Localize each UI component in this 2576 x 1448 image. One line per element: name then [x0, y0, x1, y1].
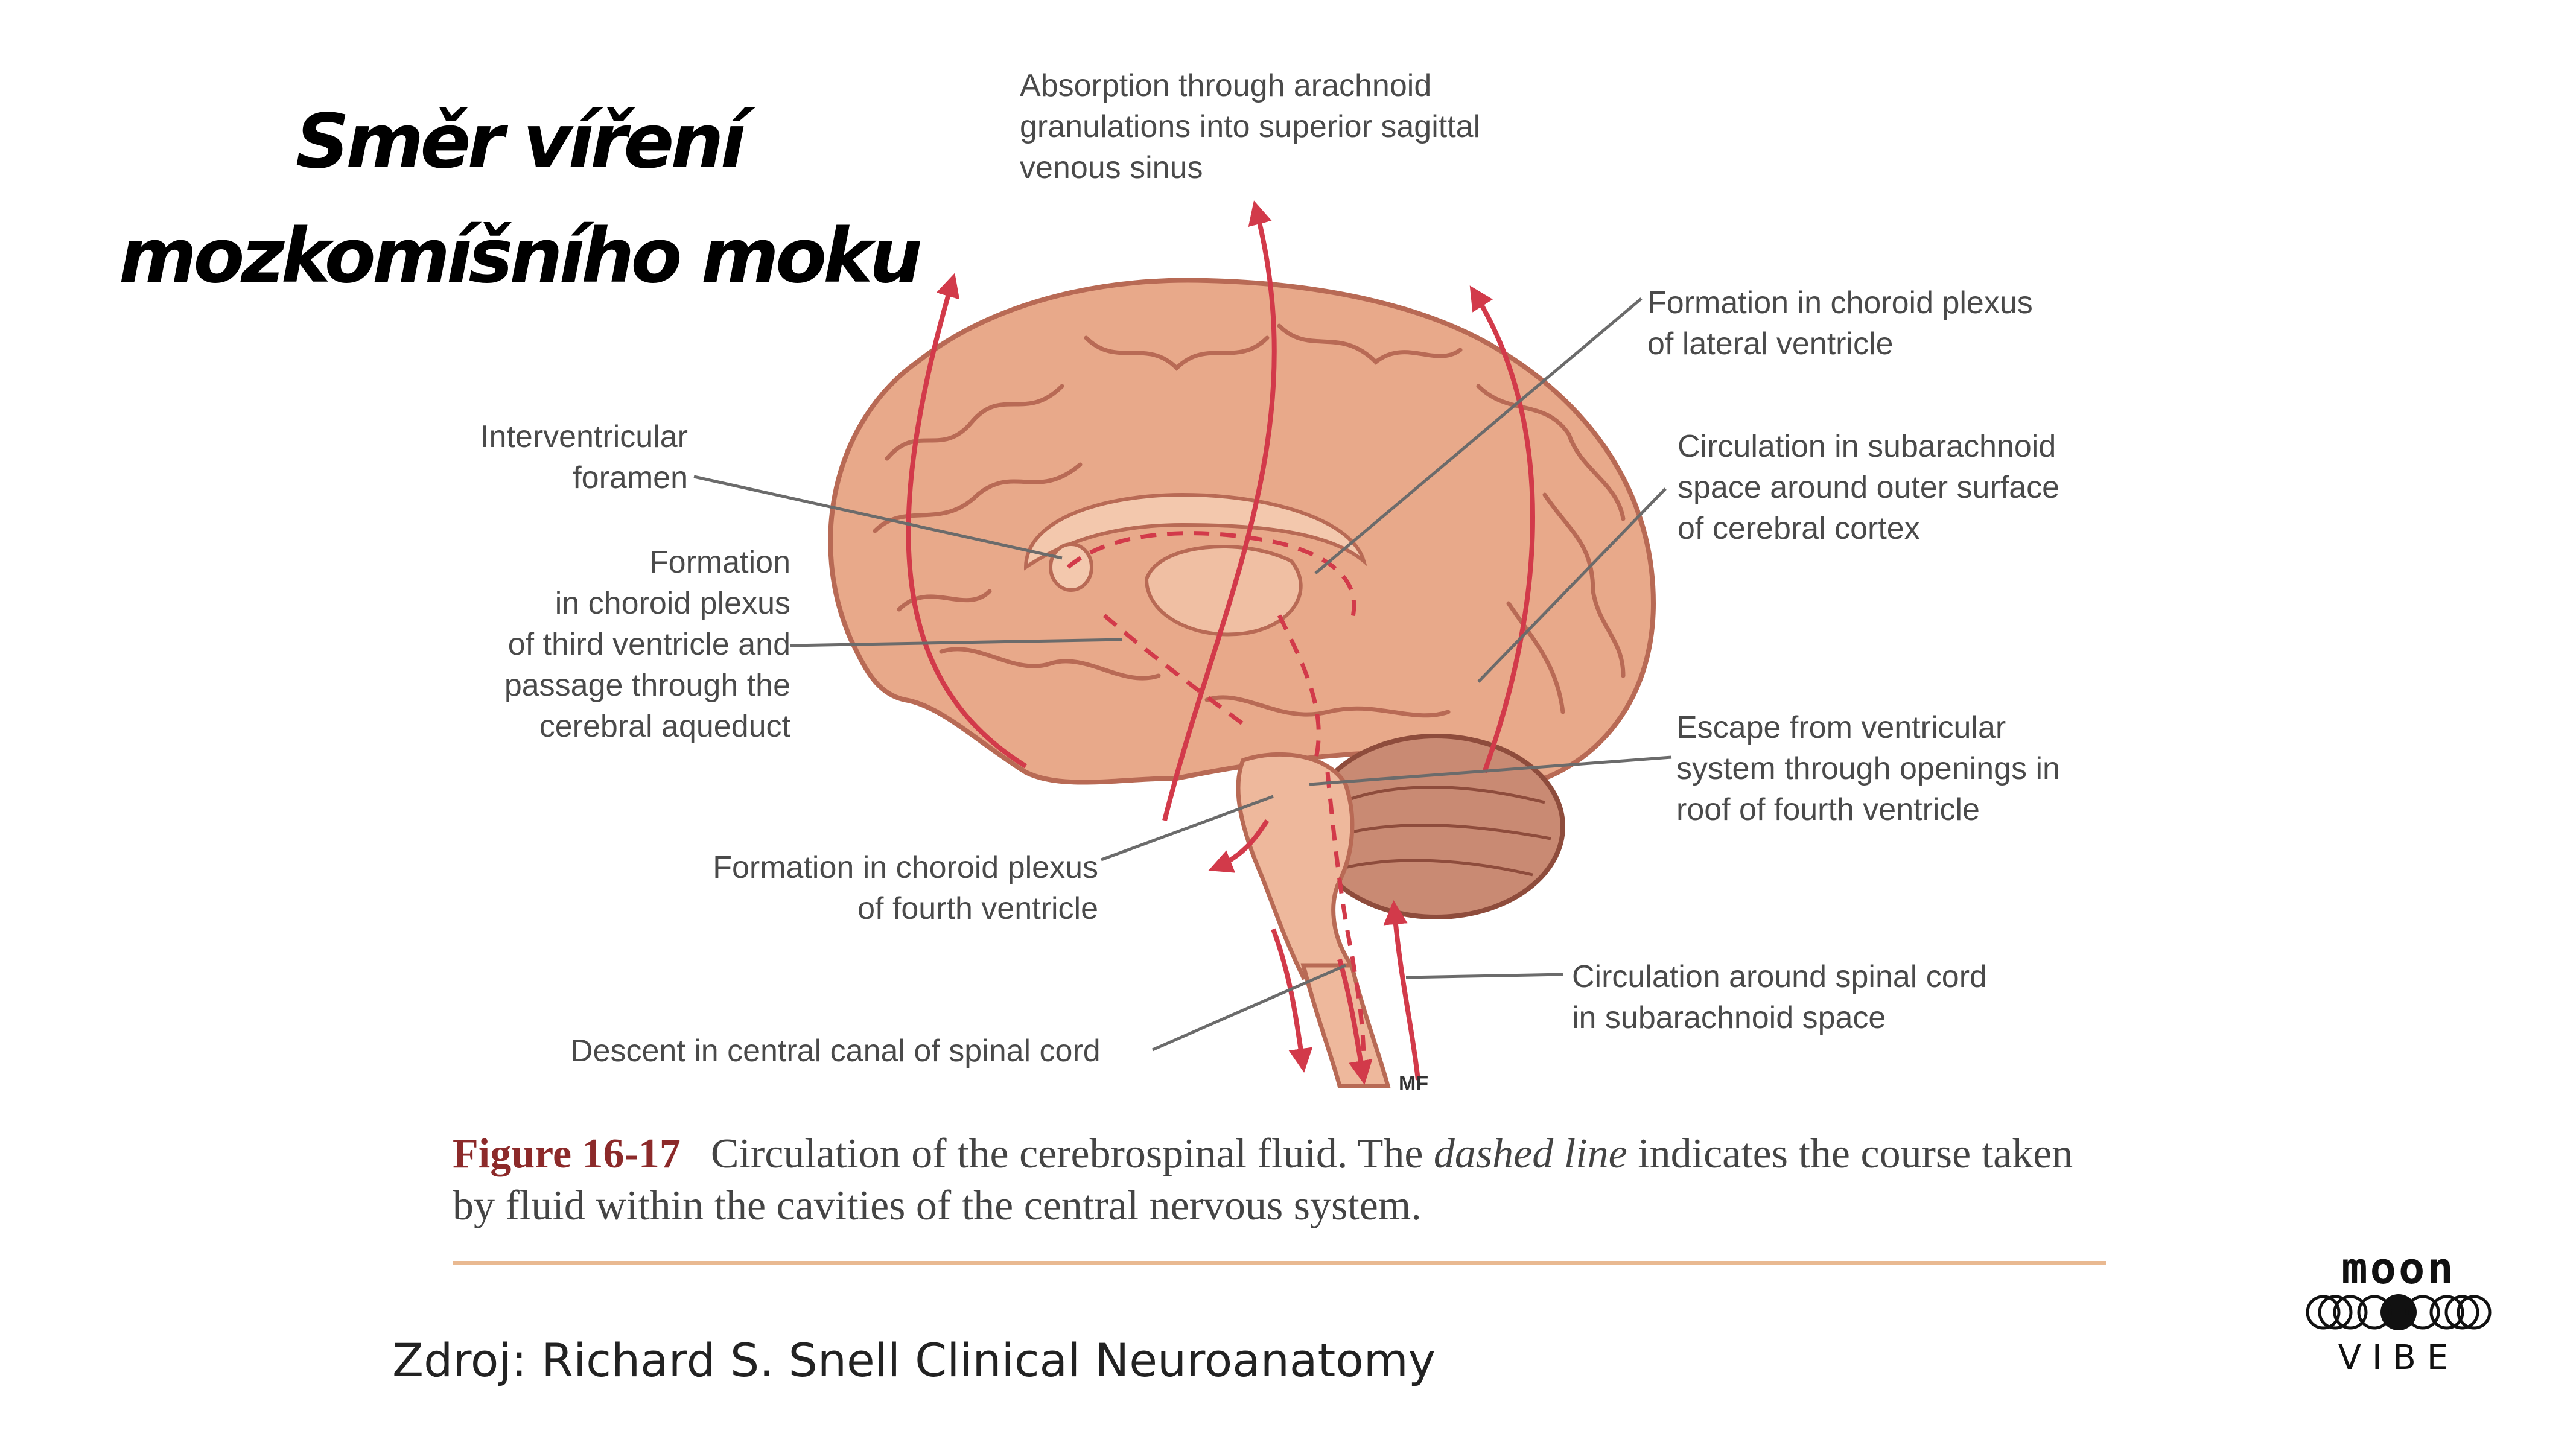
moonvibe-logo: moon VIBE	[2299, 1243, 2498, 1382]
label-descent-line-1: Descent in central canal of spinal cord	[570, 1030, 1101, 1072]
label-lateral-ventricle: Formation in choroid plexus of lateral v…	[1647, 282, 2033, 364]
label-absorption: Absorption through arachnoid granulation…	[1020, 65, 1480, 188]
label-fourth-line-2: of fourth ventricle	[615, 888, 1098, 929]
label-fourth-line-1: Formation in choroid plexus	[615, 847, 1098, 888]
label-lateral-line-2: of lateral ventricle	[1647, 323, 2033, 364]
cerebrum	[830, 280, 1653, 782]
caption-emphasis: dashed line	[1434, 1131, 1627, 1177]
brain-illustration	[830, 280, 1653, 1086]
label-subarachnoid-outer: Circulation in subarachnoid space around…	[1678, 426, 2059, 549]
artist-signature: MF	[1399, 1063, 1428, 1104]
label-third-line-5: cerebral aqueduct	[422, 706, 790, 747]
figure-number: Figure 16-17	[453, 1131, 681, 1177]
label-escape-line-1: Escape from ventricular	[1676, 707, 2060, 748]
label-lateral-line-1: Formation in choroid plexus	[1647, 282, 2033, 323]
label-escape-line-2: system through openings in	[1676, 748, 2060, 789]
caption-divider	[453, 1261, 2106, 1265]
label-interventricular-line-2: foramen	[422, 457, 688, 498]
label-subarachnoid-line-2: space around outer surface	[1678, 467, 2059, 508]
logo-word-bottom: VIBE	[2299, 1338, 2498, 1377]
label-interventricular-line-1: Interventricular	[422, 416, 688, 457]
brainstem	[1238, 754, 1352, 977]
label-spinal-line-2: in subarachnoid space	[1572, 997, 1987, 1038]
arrow-spinal-up-right	[1394, 905, 1418, 1080]
label-escape-line-3: roof of fourth ventricle	[1676, 789, 2060, 830]
leader-spinal-circulation	[1406, 974, 1563, 977]
label-third-line-3: of third ventricle and	[422, 624, 790, 665]
label-third-ventricle: Formation in choroid plexus of third ven…	[422, 542, 790, 747]
moon-phases-icon	[2299, 1291, 2498, 1333]
label-escape: Escape from ventricular system through o…	[1676, 707, 2060, 830]
label-subarachnoid-line-3: of cerebral cortex	[1678, 508, 2059, 549]
label-third-line-2: in choroid plexus	[422, 583, 790, 624]
label-spinal-circulation: Circulation around spinal cord in subara…	[1572, 956, 1987, 1038]
label-interventricular-foramen: Interventricular foramen	[422, 416, 688, 498]
label-spinal-line-1: Circulation around spinal cord	[1572, 956, 1987, 997]
label-third-line-4: passage through the	[422, 665, 790, 706]
label-subarachnoid-line-1: Circulation in subarachnoid	[1678, 426, 2059, 467]
label-absorption-line-1: Absorption through arachnoid	[1020, 65, 1480, 106]
label-absorption-line-2: granulations into superior sagittal	[1020, 106, 1480, 147]
label-descent: Descent in central canal of spinal cord	[570, 1030, 1101, 1072]
source-credit: Zdroj: Richard S. Snell Clinical Neuroan…	[392, 1333, 1436, 1387]
label-absorption-line-3: venous sinus	[1020, 147, 1480, 188]
figure-caption: Figure 16-17 Circulation of the cerebrosp…	[453, 1128, 2106, 1232]
label-fourth-ventricle: Formation in choroid plexus of fourth ve…	[615, 847, 1098, 929]
caption-text-before: Circulation of the cerebrospinal fluid. …	[711, 1131, 1434, 1177]
logo-word-top: moon	[2299, 1243, 2498, 1294]
label-third-line-1: Formation	[422, 542, 790, 583]
